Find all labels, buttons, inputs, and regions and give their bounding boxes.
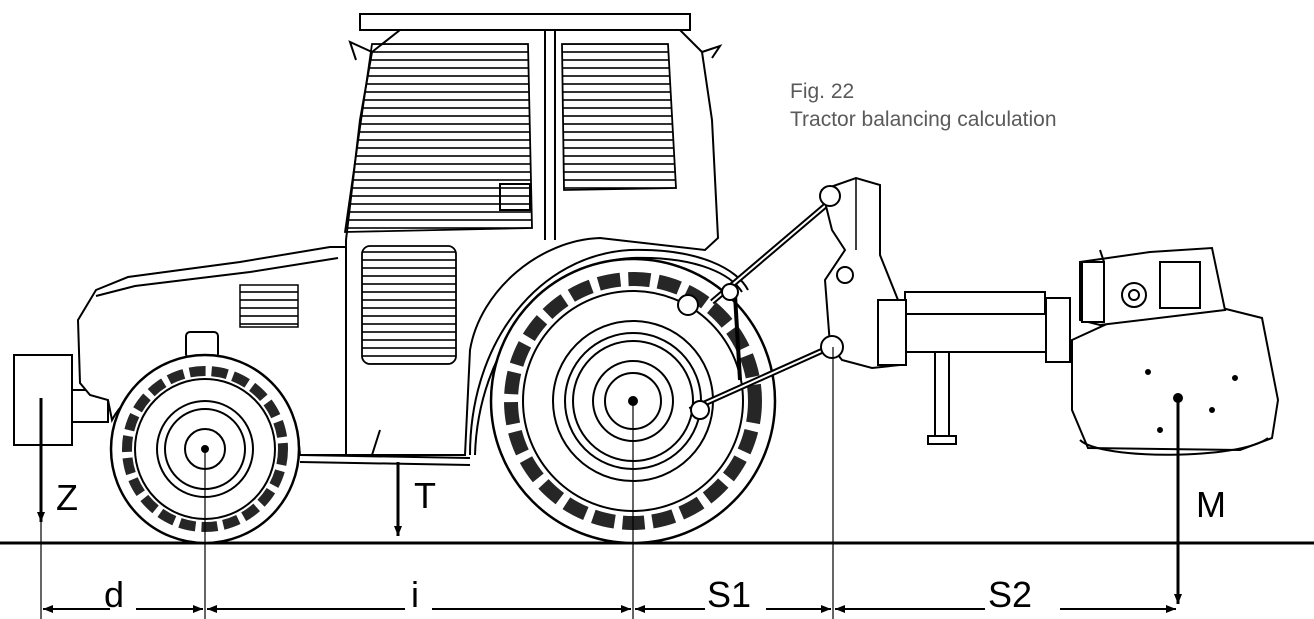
three-point-hitch <box>677 197 837 420</box>
cab-window-left <box>343 43 533 233</box>
engine-vent <box>239 284 299 328</box>
rear-fender <box>469 248 749 456</box>
force-z-label: Z <box>56 477 78 518</box>
figure-caption: Fig. 22 Tractor balancing calculation <box>790 78 1057 134</box>
parking-stand <box>934 351 950 445</box>
tractor <box>13 13 837 545</box>
implement-beam <box>879 311 1071 353</box>
force-m-label: M <box>1196 484 1226 525</box>
figure-title: Tractor balancing calculation <box>790 108 1057 131</box>
implement <box>819 176 1280 456</box>
cab-roof <box>359 13 691 31</box>
force-t-label: T <box>414 475 436 516</box>
dim-d-label: d <box>104 574 124 615</box>
cab-side-panel <box>361 245 457 365</box>
dim-i-label: i <box>411 574 419 615</box>
force-arrows <box>37 398 1182 604</box>
figure-number: Fig. 22 <box>790 80 855 103</box>
cab-window-right <box>561 43 677 191</box>
dimension-lines <box>40 347 1176 619</box>
mulcher-body <box>1071 303 1280 452</box>
dim-s1-label: S1 <box>707 574 751 615</box>
front-ballast-weight <box>13 354 73 446</box>
dim-s2-label: S2 <box>988 574 1032 615</box>
